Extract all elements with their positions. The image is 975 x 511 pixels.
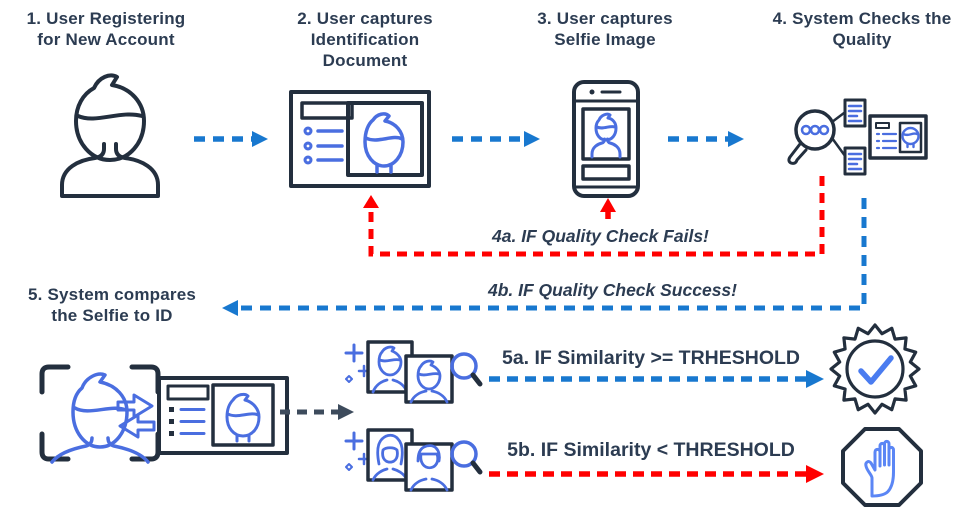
hand-icon [864,439,895,498]
step3-title-line2: Selfie Image [554,30,656,49]
similarity-pass-label: 5a. IF Similarity >= TRHESHOLD [501,347,800,369]
similarity-pass-arrow [489,370,824,388]
quality-fail-phone-arrow [600,198,616,219]
step1-title-line2: for New Account [37,30,175,49]
quality-success-label: 4b. IF Quality Check Success! [488,280,737,300]
similarity-fail-label: 5b. IF Similarity < THRESHOLD [507,439,795,461]
selfie-phone-icon [572,80,640,198]
step3-title-line1: 3. User captures [537,9,673,28]
step5-title-line1: 5. System compares [27,285,197,304]
step2-title-line1: 2. User captures [297,9,433,28]
quality-check-icon [778,98,930,178]
similar-faces-icon [342,340,483,406]
step1-title-line1: 1. User Registering [26,9,186,28]
arrow-step1-step2 [194,131,268,147]
step5-title: 5. System compares the Selfie to ID [14,284,210,326]
arrow-step3-step4 [668,131,744,147]
step4-title: 4. System Checks the Quality [752,8,972,50]
step3-title: 3. User captures Selfie Image [512,8,698,50]
step2-title-line3: Document [322,51,408,70]
id-document-icon [289,90,431,188]
step1-title: 1. User Registering for New Account [6,8,206,50]
sparkles-icon [344,431,371,471]
denied-stop-icon [840,426,924,508]
id-card-small [868,114,928,160]
quality-fail-label: 4a. IF Quality Check Fails! [492,226,709,246]
step2-title-line2: Identification [310,30,420,49]
arrow-step2-step3 [452,131,540,147]
step5-title-line2: the Selfie to ID [51,306,173,325]
step4-title-line1: 4. System Checks the [772,9,952,28]
doc-icon-top [843,98,867,128]
doc-icon-bottom [843,146,867,176]
step2-title: 2. User captures Identification Document [272,8,458,71]
approved-badge-icon [828,322,922,416]
sparkles-icon [344,343,371,383]
similarity-fail-arrow [489,465,824,483]
compare-flow-arrow [280,404,354,420]
registering-user-icon [54,72,166,198]
compare-arrows-icon [116,385,156,439]
step4-title-line2: Quality [832,30,892,49]
dissimilar-faces-icon [342,428,483,494]
compare-id-card-icon [157,376,289,455]
